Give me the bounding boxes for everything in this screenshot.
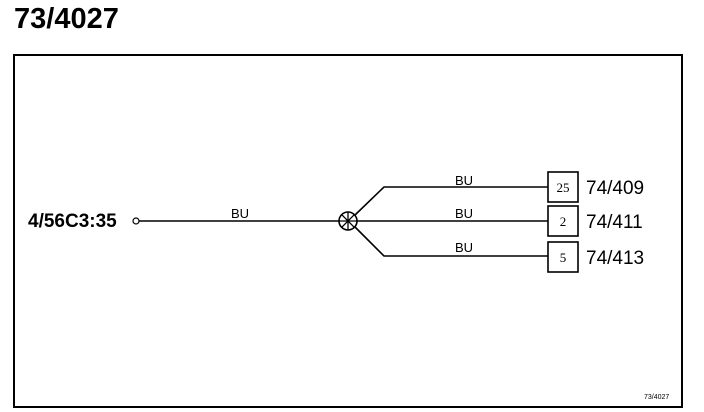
main-wire-color-label: BU bbox=[231, 206, 249, 221]
destination-label-3: 74/413 bbox=[586, 248, 644, 269]
pin-box-3 bbox=[547, 241, 579, 273]
pin-number-1: 25 bbox=[557, 180, 570, 195]
branch-wire-color-label-3: BU bbox=[455, 240, 473, 255]
reference-code: 73/4027 bbox=[644, 394, 669, 401]
branch-wire-3 bbox=[354, 226, 548, 257]
source-terminal-icon bbox=[132, 217, 140, 225]
branch-wire-color-label-2: BU bbox=[455, 206, 473, 221]
pin-box-1 bbox=[547, 171, 579, 203]
branch-wire-1 bbox=[354, 186, 548, 216]
page-title: 73/4027 bbox=[14, 3, 119, 35]
diagram-frame bbox=[13, 54, 683, 408]
pin-number-2: 2 bbox=[560, 214, 567, 229]
branch-wire-color-label-1: BU bbox=[455, 173, 473, 188]
destination-label-1: 74/409 bbox=[586, 178, 644, 199]
destination-label-2: 74/411 bbox=[586, 212, 643, 233]
source-connector-label: 4/56C3:35 bbox=[28, 211, 117, 232]
pin-number-3: 5 bbox=[560, 250, 567, 265]
pin-box-2 bbox=[547, 205, 579, 237]
splice-icon bbox=[338, 211, 358, 231]
